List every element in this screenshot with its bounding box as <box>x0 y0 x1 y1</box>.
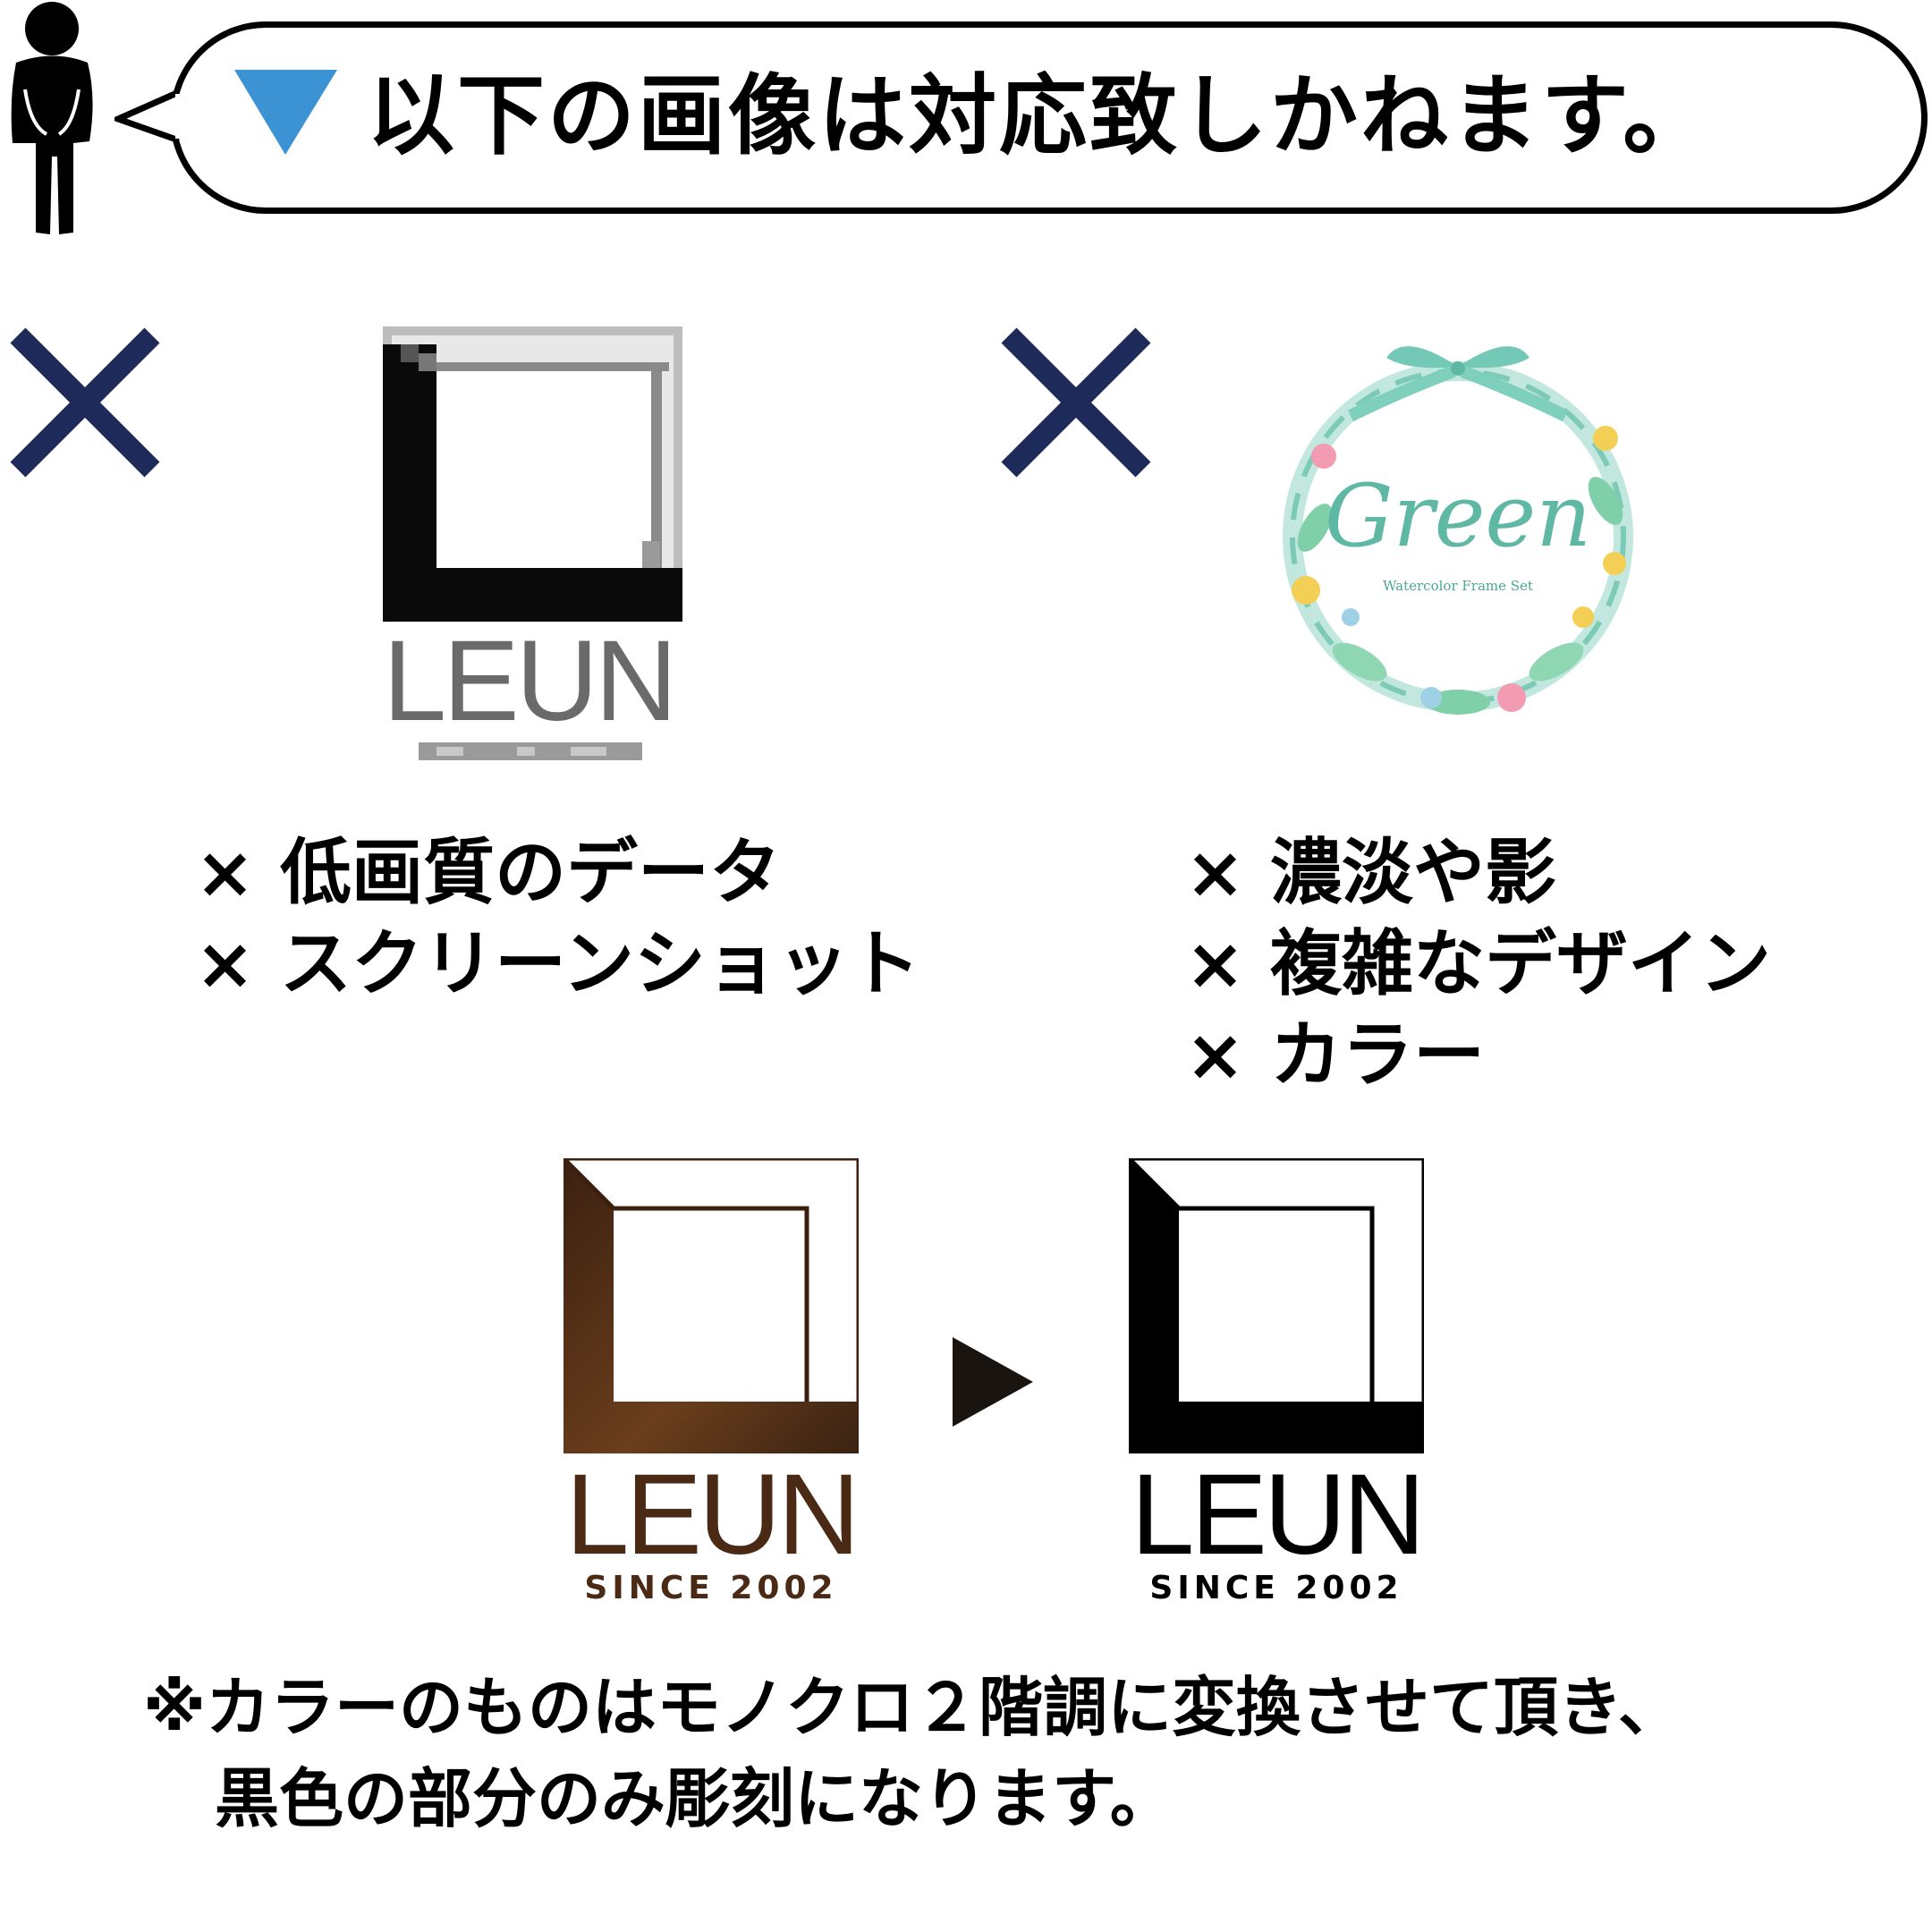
list-text: スクリーンショット <box>280 922 920 1005</box>
list-text: 低画質のデータ <box>280 831 781 914</box>
color-logo-word: LEUN <box>565 1451 860 1579</box>
wreath-title: Green <box>1325 466 1591 566</box>
list-mark: × <box>195 922 256 1005</box>
list-text: 濃淡や影 <box>1270 831 1556 914</box>
list-item: × 複雑なデザイン <box>1185 919 1771 1010</box>
list-item: × 低画質のデータ <box>195 827 920 919</box>
right-arrow-icon <box>953 1337 1033 1427</box>
mono-logo-since: SINCE 2002 <box>1149 1570 1403 1606</box>
note-line-1: ※カラーのものはモノクロ２階調に変換させて頂き、 <box>143 1670 1682 1745</box>
mono-logo-word: LEUN <box>1131 1451 1425 1579</box>
mono-logo-mark <box>1129 1158 1424 1453</box>
list-text: カラー <box>1270 1013 1485 1097</box>
list-item: × カラー <box>1185 1010 1771 1101</box>
down-triangle-icon <box>234 70 337 155</box>
low-quality-logo-image: LEUN <box>383 326 682 760</box>
left-reason-list: × 低画質のデータ × スクリーンショット <box>195 827 920 1010</box>
list-item: × 濃淡や影 <box>1185 827 1771 919</box>
header-message: 以下の画像は対応致しかねます。 <box>367 65 1714 167</box>
speech-bubble <box>170 21 1928 214</box>
bowing-person-icon <box>11 2 93 234</box>
list-mark: × <box>195 831 256 914</box>
color-logo-since: SINCE 2002 <box>584 1570 838 1606</box>
list-text: 複雑なデザイン <box>1270 922 1771 1005</box>
cross-icon <box>10 327 160 478</box>
note-line-2: 黒色の部分のみ彫刻になります。 <box>215 1761 1174 1836</box>
list-mark: × <box>1185 1013 1246 1097</box>
list-mark: × <box>1185 831 1246 914</box>
list-mark: × <box>1185 922 1246 1005</box>
speech-bubble-tail <box>114 89 186 144</box>
wreath-subtitle: Watercolor Frame Set <box>1383 578 1533 594</box>
color-logo-mark <box>564 1158 859 1453</box>
cross-icon <box>1001 327 1151 478</box>
list-item: × スクリーンショット <box>195 919 920 1010</box>
watercolor-wreath-image: Green Watercolor Frame Set <box>1283 346 1633 715</box>
pixel-logo-word: LEUN <box>383 617 674 745</box>
right-reason-list: × 濃淡や影 × 複雑なデザイン × カラー <box>1185 827 1771 1101</box>
